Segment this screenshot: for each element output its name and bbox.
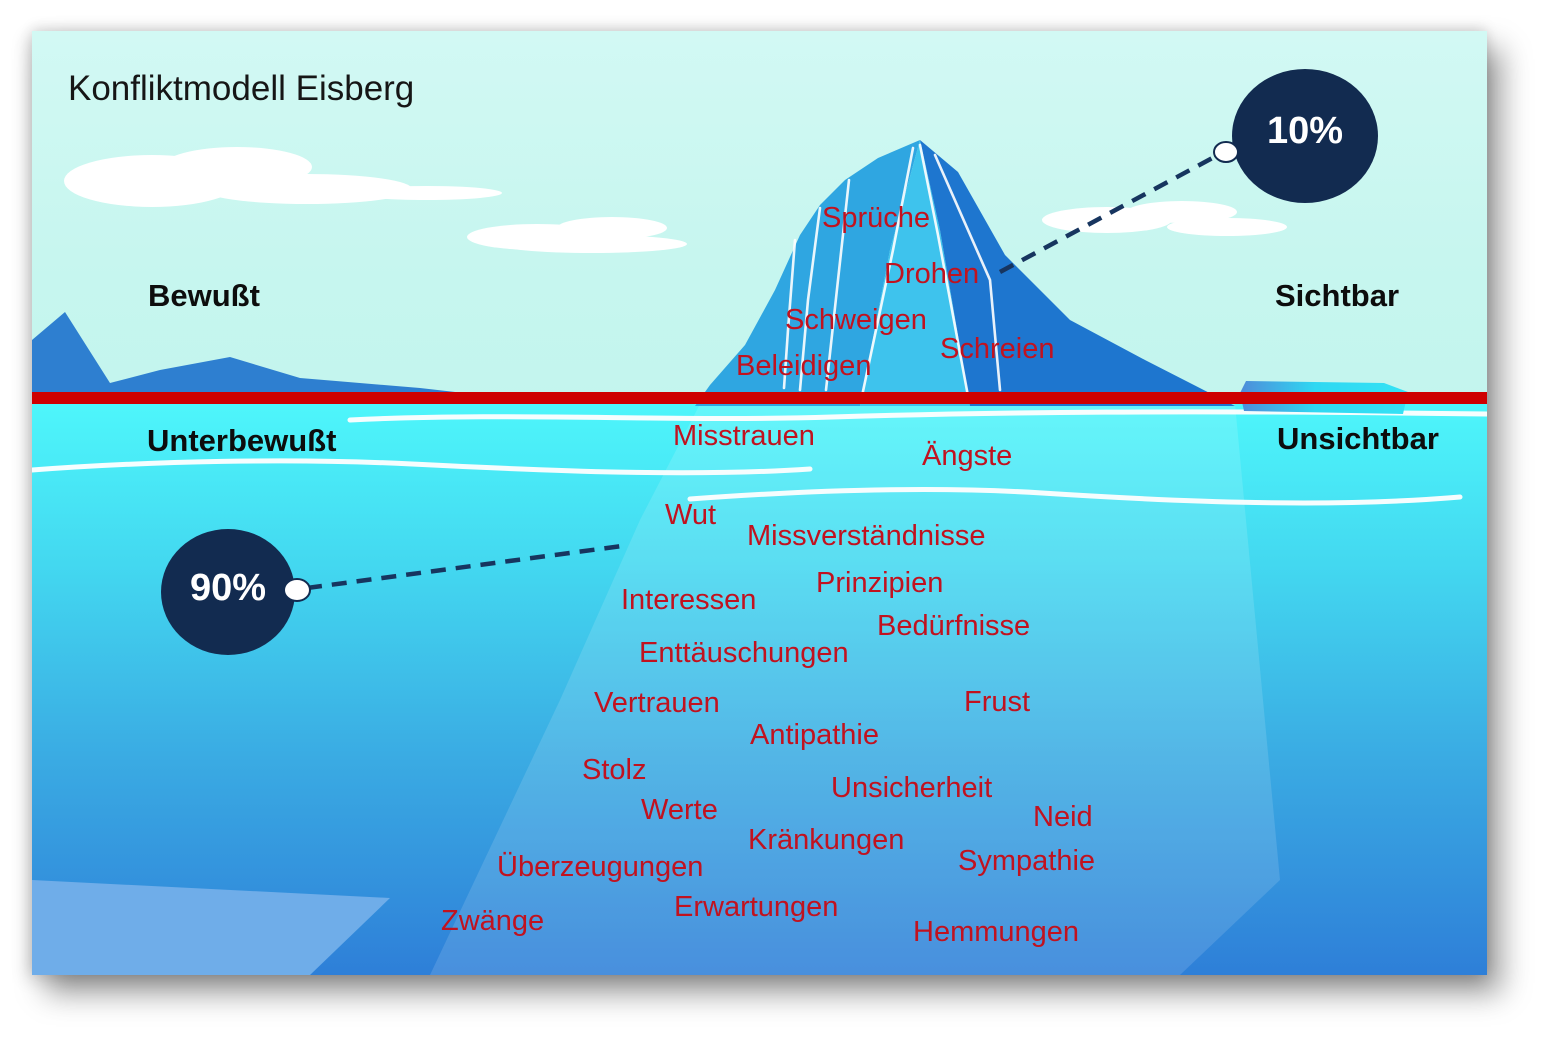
term-label-below-water: Prinzipien xyxy=(816,567,944,599)
cloud-left xyxy=(64,147,502,207)
term-label-above-water: Sprüche xyxy=(822,202,931,234)
cloud-middle xyxy=(467,217,687,253)
waterline xyxy=(32,392,1487,404)
term-label-below-water: Antipathie xyxy=(750,719,879,751)
term-label-below-water: Hemmungen xyxy=(913,916,1080,948)
connector-top xyxy=(998,153,1220,274)
iceberg-left-face xyxy=(695,140,920,406)
zone-label-sichtbar: Sichtbar xyxy=(1275,278,1400,313)
diagram-canvas: Konfliktmodell Eisberg Bewußt Sichtbar U… xyxy=(32,31,1487,975)
term-label-below-water: Zwänge xyxy=(441,905,545,937)
term-label-below-water: Frust xyxy=(964,686,1031,718)
iceberg-crack-lines xyxy=(782,143,1002,398)
term-label-below-water: Stolz xyxy=(582,754,647,786)
cloud-right xyxy=(1042,201,1287,236)
iceberg-scene-graphic xyxy=(32,69,1487,975)
water-wave-lines xyxy=(32,409,1487,506)
term-label-below-water: Werte xyxy=(641,794,718,826)
connector-dot-bottom xyxy=(283,578,311,602)
iceberg-center-face xyxy=(860,140,970,406)
connector-dot-top xyxy=(1213,141,1239,163)
connector-bottom xyxy=(306,543,623,591)
term-label-below-water: Vertrauen xyxy=(594,687,720,719)
left-ice-floe xyxy=(32,312,560,404)
term-label-below-water: Missverständnisse xyxy=(747,520,986,552)
iceberg-right-face xyxy=(920,140,1235,406)
term-label-above-water: Schreien xyxy=(940,333,1055,365)
term-label-below-water: Neid xyxy=(1033,801,1093,833)
zone-label-bewusst: Bewußt xyxy=(148,278,260,313)
term-label-below-water: Bedürfnisse xyxy=(877,610,1031,642)
zone-label-unterbewusst: Unterbewußt xyxy=(147,423,337,458)
term-label-below-water: Wut xyxy=(665,499,717,531)
page-title: Konfliktmodell Eisberg xyxy=(68,69,415,108)
balloon-90-shape xyxy=(161,529,295,655)
term-label-above-water: Beleidigen xyxy=(736,350,872,382)
term-label-above-water: Drohen xyxy=(884,258,980,290)
term-label-below-water: Misstrauen xyxy=(673,420,815,452)
term-label-above-water: Schweigen xyxy=(785,304,927,336)
dashed-connector-lines xyxy=(306,153,1220,591)
term-label-below-water: Sympathie xyxy=(958,845,1096,877)
term-label-below-water: Unsicherheit xyxy=(831,772,993,804)
zone-label-unsichtbar: Unsichtbar xyxy=(1277,421,1439,456)
term-label-below-water: Kränkungen xyxy=(748,824,905,856)
balloon-10-shape xyxy=(1232,69,1378,203)
term-label-below-water: Ängste xyxy=(922,440,1013,472)
iceberg-underwater-mass xyxy=(430,404,1280,975)
water-background xyxy=(32,404,1487,975)
balloon-90-label: 90% xyxy=(189,567,267,609)
term-label-below-water: Enttäuschungen xyxy=(639,637,849,669)
term-label-below-water: Interessen xyxy=(621,584,757,616)
term-label-below-water: Erwartungen xyxy=(674,891,839,923)
term-label-below-water: Überzeugungen xyxy=(497,851,704,883)
balloon-10-label: 10% xyxy=(1266,110,1344,152)
iceberg-underwater-facet xyxy=(32,880,390,975)
